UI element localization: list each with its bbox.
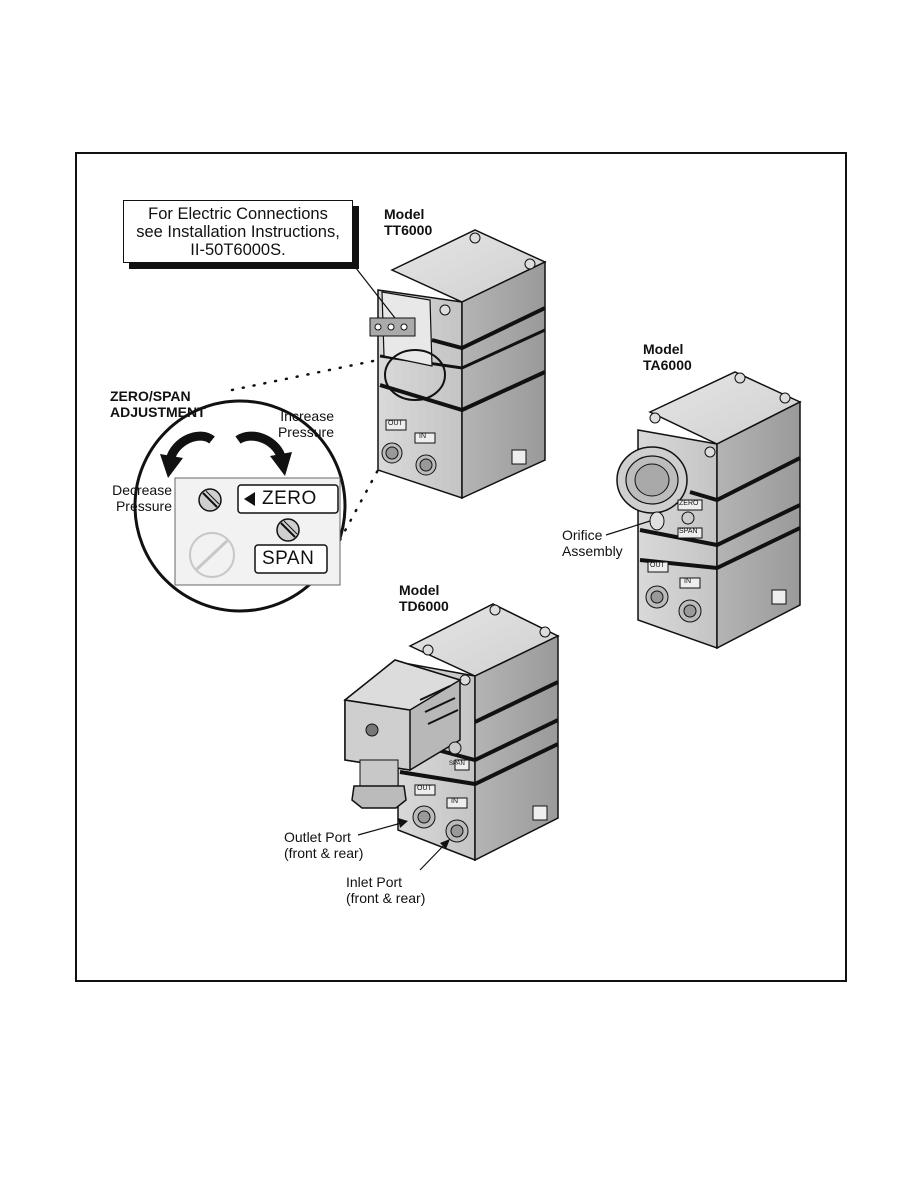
callout-leader: [351, 262, 396, 319]
outlet-line1: Outlet Port: [284, 829, 351, 845]
td-out-marking: OUT: [417, 785, 432, 792]
model-td-line1: Model: [399, 582, 440, 598]
td-span-marking: SPAN: [449, 761, 465, 767]
model-tt-line1: Model: [384, 206, 425, 222]
zero-span-title: ZERO/SPAN ADJUSTMENT: [110, 388, 206, 420]
electric-connections-callout: For Electric Connections see Installatio…: [123, 200, 353, 263]
outlet-leader: [357, 821, 406, 836]
increase-line1: Increase: [280, 408, 334, 424]
tt-out-marking: OUT: [388, 420, 403, 427]
inlet-line2: (front & rear): [346, 890, 426, 906]
span-label: SPAN: [262, 548, 315, 569]
orifice-line2: Assembly: [562, 543, 623, 559]
tt6000-unit: [369, 229, 547, 500]
callout-line-1: For Electric Connections: [148, 205, 328, 223]
model-tt-line2: TT6000: [384, 222, 433, 238]
callout-line-3: II-50T6000S.: [190, 241, 286, 259]
orifice-line1: Orifice: [562, 527, 603, 543]
model-ta-line2: TA6000: [643, 357, 692, 373]
zoom-dotted-line-bottom: [338, 468, 380, 542]
td-in-marking: IN: [451, 798, 458, 805]
model-tt6000-label: Model TT6000: [384, 206, 432, 238]
orifice-assembly-label: Orifice Assembly: [562, 527, 623, 559]
tt6000-side: [461, 260, 546, 500]
figure-frame: [75, 152, 847, 982]
model-td6000-label: Model TD6000: [399, 582, 449, 614]
decrease-pressure-label: Decrease Pressure: [104, 482, 172, 514]
zero-span-title-line1: ZERO/SPAN: [110, 388, 191, 404]
increase-pressure-label: Increase Pressure: [270, 408, 334, 440]
outlet-port-label: Outlet Port (front & rear): [284, 829, 363, 861]
zero-span-title-line2: ADJUSTMENT: [110, 404, 206, 420]
orifice-leader: [605, 520, 651, 536]
ta-zero-marking: ZERO: [679, 500, 699, 507]
zoom-dotted-line-top: [230, 358, 380, 392]
model-ta6000-label: Model TA6000: [643, 341, 692, 373]
callout-line-2: see Installation Instructions,: [136, 223, 340, 241]
td6000-unit: [343, 603, 560, 862]
model-td-line2: TD6000: [399, 598, 449, 614]
ta6000-unit: [616, 371, 802, 650]
decrease-line2: Pressure: [115, 498, 172, 514]
outlet-line2: (front & rear): [284, 845, 364, 861]
decrease-line1: Decrease: [112, 482, 172, 498]
ta-span-marking: SPAN: [679, 528, 698, 535]
ta-out-marking: OUT: [650, 562, 665, 569]
ta-in-marking: IN: [684, 578, 691, 585]
inlet-leader: [419, 841, 448, 871]
inlet-port-label: Inlet Port (front & rear): [346, 874, 425, 906]
inlet-line1: Inlet Port: [346, 874, 403, 890]
model-ta-line1: Model: [643, 341, 684, 357]
zero-span-magnifier: [133, 399, 347, 613]
increase-line2: Pressure: [277, 424, 334, 440]
tt-in-marking: IN: [419, 433, 426, 440]
zero-label: ZERO: [262, 488, 317, 509]
